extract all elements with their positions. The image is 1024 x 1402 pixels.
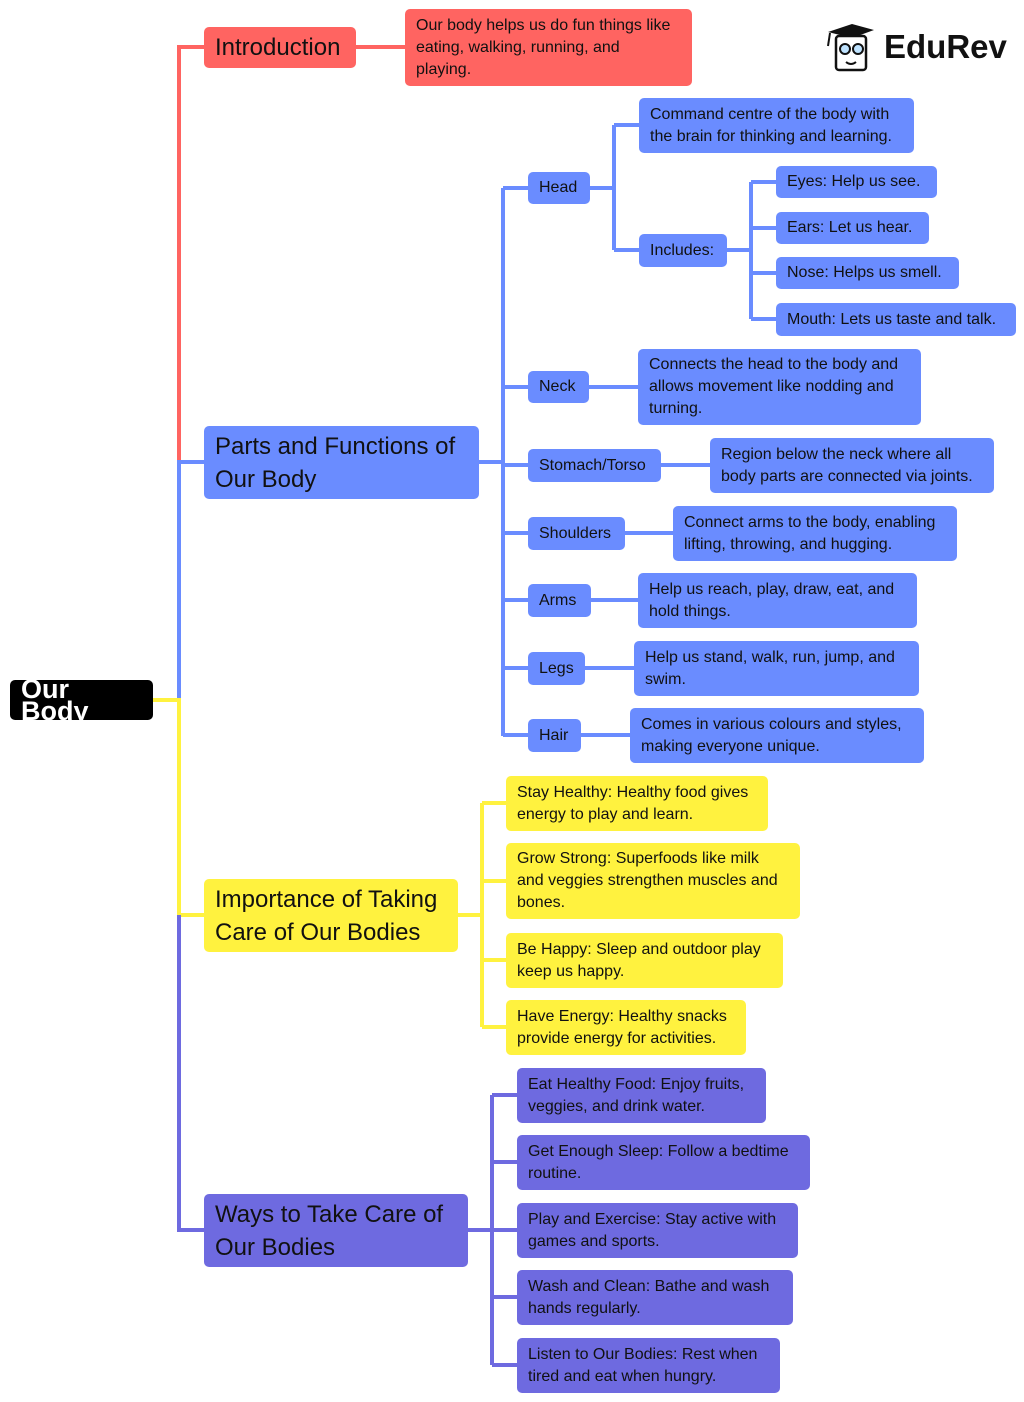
arms-desc[interactable]: Help us reach, play, draw, eat, and hold… [638, 573, 917, 628]
node-label: Play and Exercise: Stay active with game… [528, 1210, 777, 1250]
importance-item[interactable]: Be Happy: Sleep and outdoor play keep us… [506, 933, 783, 988]
node-label: Be Happy: Sleep and outdoor play keep us… [517, 940, 761, 980]
node-label: Mouth: Lets us taste and talk. [787, 310, 997, 328]
ways-node[interactable]: Ways to Take Care of Our Bodies [204, 1194, 468, 1267]
node-label: Comes in various colours and styles, mak… [641, 715, 902, 755]
ways-item[interactable]: Listen to Our Bodies: Rest when tired an… [517, 1338, 780, 1393]
importance-item[interactable]: Have Energy: Healthy snacks provide ener… [506, 1000, 746, 1055]
node-label: Eyes: Help us see. [787, 173, 921, 190]
legs-node[interactable]: Legs [528, 652, 585, 685]
root-node[interactable]: Our Body [10, 674, 153, 726]
node-label: Command centre of the body with the brai… [650, 105, 892, 145]
mouth-node[interactable]: Mouth: Lets us taste and talk. [776, 303, 1016, 336]
includes-node[interactable]: Includes: [639, 234, 727, 267]
node-label: Ways to Take Care of Our Bodies [215, 1200, 444, 1261]
importance-node[interactable]: Importance of Taking Care of Our Bodies [204, 879, 458, 952]
node-label: Parts and Functions of Our Body [215, 432, 456, 493]
node-label: Our body helps us do fun things like eat… [416, 16, 671, 78]
importance-item[interactable]: Stay Healthy: Healthy food gives energy … [506, 776, 768, 831]
importance-item[interactable]: Grow Strong: Superfoods like milk and ve… [506, 843, 800, 919]
node-label: Includes: [650, 241, 715, 259]
node-label: Connects the head to the body and allows… [649, 356, 899, 417]
node-label: Shoulders [539, 524, 612, 542]
node-label: Introduction [215, 34, 341, 61]
node-label: Region below the neck where all body par… [721, 445, 973, 485]
ways-item[interactable]: Eat Healthy Food: Enjoy fruits, veggies,… [517, 1068, 766, 1123]
neck-desc[interactable]: Connects the head to the body and allows… [638, 349, 921, 425]
graduation-cap-mascot-icon [827, 24, 874, 72]
edurev-logo: EduRev [822, 22, 1007, 72]
node-label: Head [539, 179, 578, 196]
nose-node[interactable]: Nose: Helps us smell. [776, 257, 959, 289]
node-label: Wash and Clean: Bathe and wash hands reg… [528, 1277, 770, 1317]
node-label: Importance of Taking Care of Our Bodies [215, 885, 438, 946]
stomach-node[interactable]: Stomach/Torso [528, 449, 661, 482]
legs-desc[interactable]: Help us stand, walk, run, jump, and swim… [634, 641, 919, 696]
neck-node[interactable]: Neck [528, 371, 589, 403]
ears-node[interactable]: Ears: Let us hear. [776, 212, 929, 244]
node-label: Help us reach, play, draw, eat, and hold… [649, 580, 895, 620]
node-label: Legs [539, 659, 574, 677]
head-desc[interactable]: Command centre of the body with the brai… [639, 98, 914, 153]
node-label: Eat Healthy Food: Enjoy fruits, veggies,… [528, 1075, 745, 1115]
introduction-desc[interactable]: Our body helps us do fun things like eat… [405, 9, 692, 86]
node-label: Listen to Our Bodies: Rest when tired an… [528, 1345, 758, 1385]
node-label: Stomach/Torso [539, 456, 646, 474]
node-label: Grow Strong: Superfoods like milk and ve… [517, 850, 778, 911]
arms-node[interactable]: Arms [528, 584, 591, 617]
ways-item[interactable]: Wash and Clean: Bathe and wash hands reg… [517, 1270, 793, 1325]
parts-node[interactable]: Parts and Functions of Our Body [204, 426, 479, 499]
node-label: Ears: Let us hear. [787, 219, 913, 236]
node-label: Get Enough Sleep: Follow a bedtime routi… [528, 1142, 789, 1182]
node-label: Help us stand, walk, run, jump, and swim… [645, 648, 895, 688]
hair-desc[interactable]: Comes in various colours and styles, mak… [630, 708, 924, 763]
node-label: Have Energy: Healthy snacks provide ener… [517, 1007, 727, 1047]
eyes-node[interactable]: Eyes: Help us see. [776, 166, 937, 198]
introduction-node[interactable]: Introduction [204, 27, 356, 68]
root-label: Our Body [21, 674, 89, 726]
ways-item[interactable]: Play and Exercise: Stay active with game… [517, 1203, 798, 1258]
shoulders-desc[interactable]: Connect arms to the body, enabling lifti… [673, 506, 957, 561]
node-label: Neck [539, 378, 576, 395]
node-label: Connect arms to the body, enabling lifti… [684, 513, 936, 553]
node-label: Nose: Helps us smell. [787, 264, 942, 281]
node-label: Hair [539, 726, 569, 744]
node-label: Stay Healthy: Healthy food gives energy … [517, 783, 749, 823]
node-label: Arms [539, 591, 577, 609]
shoulders-node[interactable]: Shoulders [528, 517, 625, 550]
ways-item[interactable]: Get Enough Sleep: Follow a bedtime routi… [517, 1135, 810, 1190]
hair-node[interactable]: Hair [528, 719, 581, 752]
stomach-desc[interactable]: Region below the neck where all body par… [710, 438, 994, 493]
head-node[interactable]: Head [528, 172, 590, 204]
logo-text: EduRev [884, 28, 1007, 65]
